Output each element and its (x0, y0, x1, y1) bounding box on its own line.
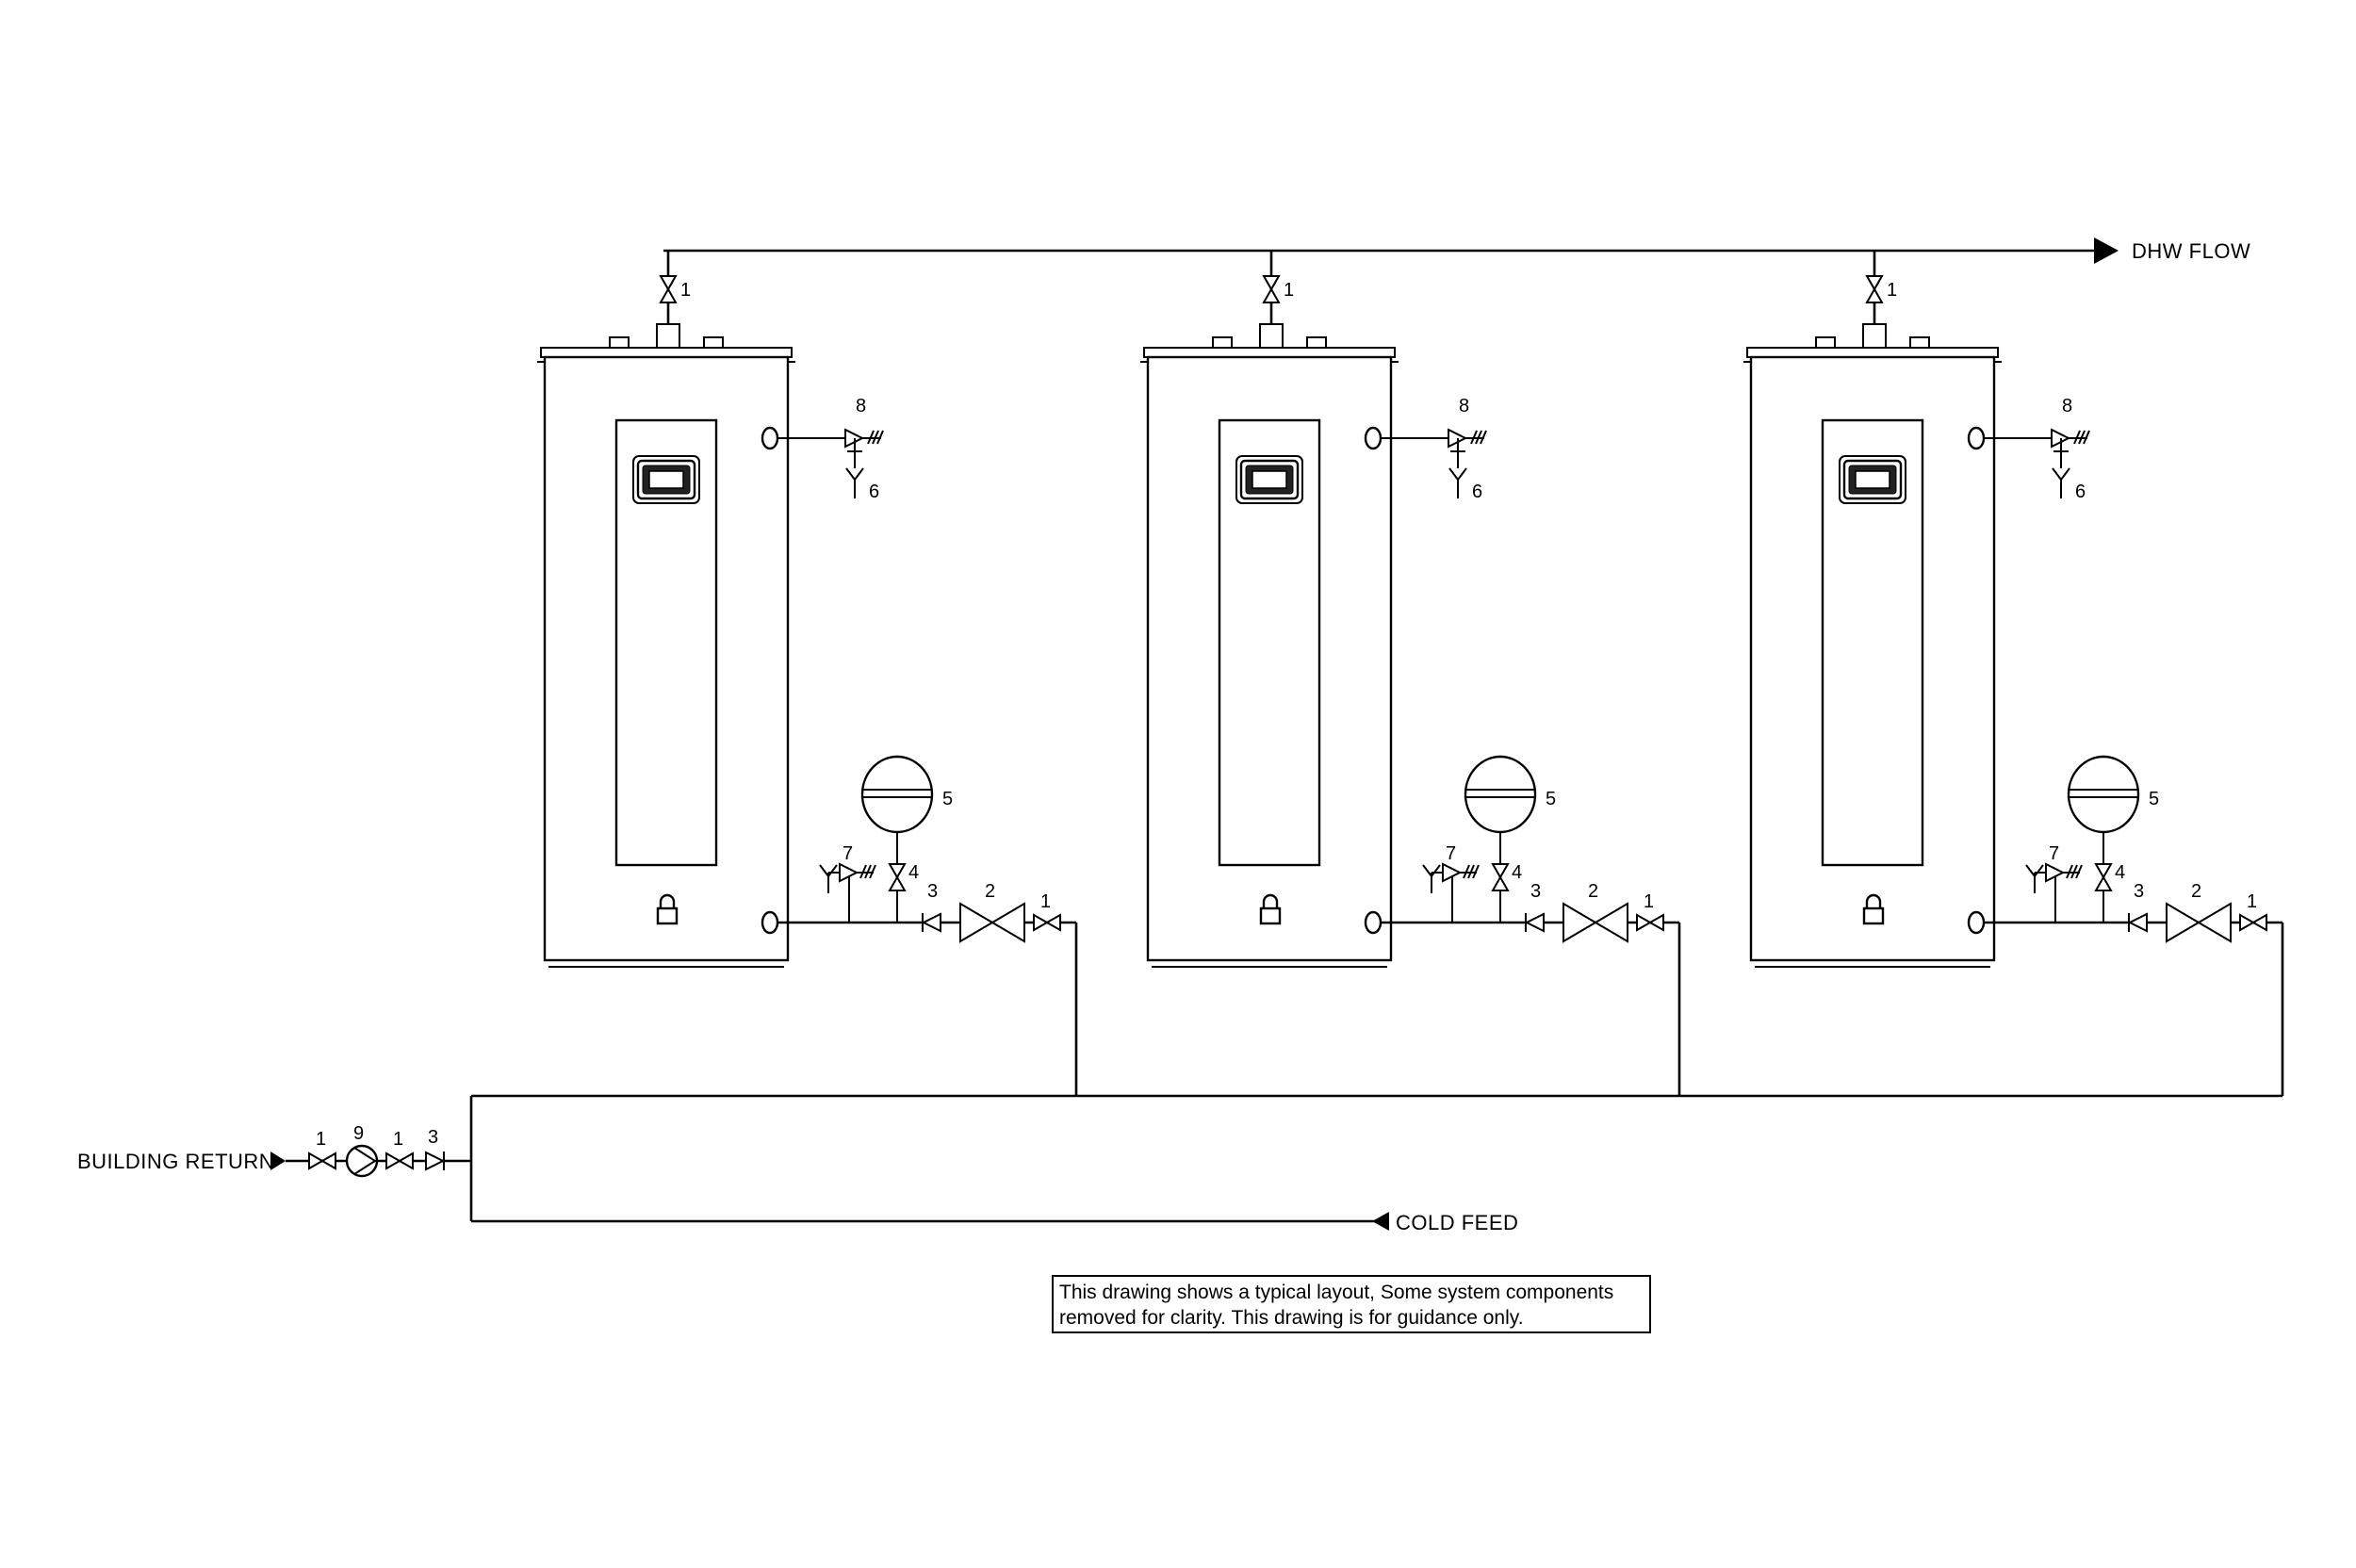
building-return-label: BUILDING RETURN (77, 1150, 274, 1173)
note-line-1: This drawing shows a typical layout, Som… (1059, 1282, 1614, 1303)
prv-number: 2 (1588, 881, 1598, 902)
valve-number-label: 1 (2247, 891, 2257, 912)
valve-number-label: 1 (1284, 280, 1294, 301)
check-valve-number: 3 (2134, 881, 2144, 902)
valve-number-label: 1 (316, 1129, 326, 1150)
unit-2-piping: 1 8 6 7 4 5 3 2 1 (1263, 251, 1681, 1096)
tundish-number: 6 (2075, 482, 2086, 502)
prv-number: 2 (985, 881, 995, 902)
valve-number-label: 1 (1644, 891, 1654, 912)
expansion-vessel-number: 5 (942, 789, 953, 809)
expansion-relief-number: 7 (843, 843, 853, 864)
valve-4-number: 4 (1512, 862, 1522, 883)
check-valve-number: 3 (428, 1127, 438, 1148)
expansion-relief-number: 7 (2049, 843, 2059, 864)
dhw-flow-label: DHW FLOW (2132, 239, 2250, 263)
tp-relief-number: 8 (2062, 396, 2072, 416)
unit-1-piping: 1 8 6 7 4 5 3 (660, 251, 1078, 1096)
expansion-vessel-number: 5 (1546, 789, 1556, 809)
building-return-arrow-icon (270, 1152, 286, 1170)
guidance-note-box: This drawing shows a typical layout, Som… (1052, 1275, 1651, 1333)
tundish-number: 6 (1472, 482, 1482, 502)
valve-4-number: 4 (2115, 862, 2125, 883)
cylinder-unit-2 (1138, 322, 1400, 969)
dhw-flow-arrow-icon (2094, 237, 2119, 264)
cold-feed-arrow-icon (1372, 1212, 1389, 1231)
unit-3-piping: 1 8 6 7 4 5 3 2 1 (1866, 251, 2284, 1096)
expansion-relief-number: 7 (1446, 843, 1456, 864)
tp-relief-number: 8 (1459, 396, 1469, 416)
check-valve-number: 3 (927, 881, 938, 902)
cylinder-unit-3 (1742, 322, 2004, 969)
prv-number: 2 (2191, 881, 2201, 902)
pump-icon (345, 1144, 379, 1178)
cold-feed-label: COLD FEED (1396, 1211, 1518, 1234)
valve-number-label: 1 (1887, 280, 1897, 301)
valve-number-label: 1 (1040, 891, 1051, 912)
tundish-number: 6 (869, 482, 879, 502)
valve-number-label: 1 (393, 1129, 403, 1150)
check-valve-number: 3 (1530, 881, 1541, 902)
pump-number: 9 (353, 1123, 364, 1144)
valve-4-number: 4 (908, 862, 919, 883)
building-return-line: BUILDING RETURN 1 9 1 3 (77, 1123, 471, 1178)
note-line-2: removed for clarity. This drawing is for… (1059, 1307, 1524, 1329)
valve-number-label: 1 (680, 280, 691, 301)
cylinder-unit-1 (535, 322, 797, 969)
tp-relief-number: 8 (856, 396, 866, 416)
cold-feed-manifold: COLD FEED (469, 1094, 2282, 1234)
expansion-vessel-number: 5 (2149, 789, 2159, 809)
